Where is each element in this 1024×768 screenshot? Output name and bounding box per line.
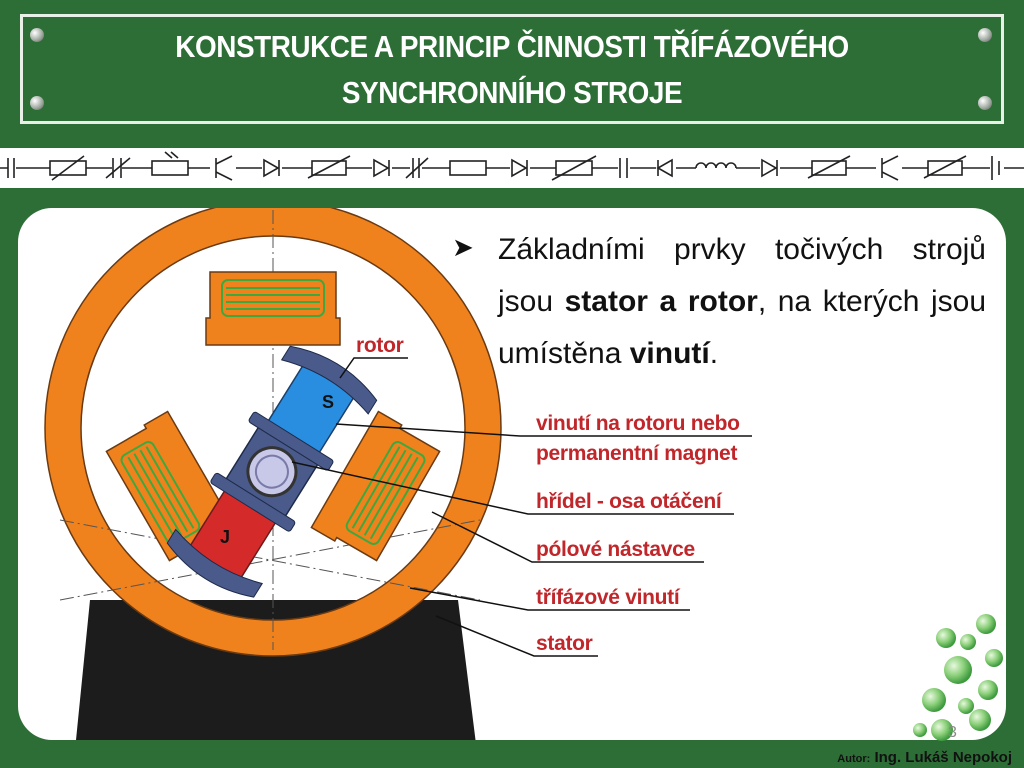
circuit-symbols-icon xyxy=(0,151,1024,181)
author-name: Ing. Lukáš Nepokoj xyxy=(874,749,1012,766)
author-prefix: Autor: xyxy=(837,753,871,765)
machine-base xyxy=(74,600,478,740)
bullet-text-2: , na kterých jsou umístěna xyxy=(498,285,987,370)
label-stator: stator xyxy=(536,632,593,655)
pole-piece-left xyxy=(310,410,441,562)
bolt-decoration xyxy=(978,96,992,110)
bullet-text-1: Základními prvky točivých strojů jsou xyxy=(498,233,986,318)
label-three-phase-winding: třífázové vinutí xyxy=(536,586,680,609)
page-title: KONSTRUKCE A PRINCIP ČINNOSTI TŘÍFÁZOVÉH… xyxy=(87,24,937,116)
bullet-paragraph: Základními prvky točivých strojů jsou st… xyxy=(498,224,986,380)
page-number: 3 xyxy=(948,724,957,741)
bullet-bold-2: vinutí xyxy=(629,337,710,370)
coil-right xyxy=(120,441,201,545)
title-line-1: KONSTRUKCE A PRINCIP ČINNOSTI TŘÍFÁZOVÉH… xyxy=(175,29,849,64)
bubbles-decoration-icon xyxy=(913,614,1003,741)
label-shaft: hřídel - osa otáčení xyxy=(536,490,722,513)
label-rotor-winding-line2: permanentní magnet xyxy=(536,442,738,465)
bullet-bold-1: stator a rotor xyxy=(564,285,758,318)
coil-top xyxy=(221,279,325,317)
coil-left xyxy=(345,441,426,545)
label-rotor: rotor xyxy=(356,334,404,357)
title-frame xyxy=(20,14,1004,124)
pole-s-label: S xyxy=(322,392,334,412)
label-rotor-winding-line1: vinutí na rotoru nebo xyxy=(536,412,740,435)
bullet-arrow-icon: ➤ xyxy=(452,232,474,262)
title-line-2: SYNCHRONNÍHO STROJE xyxy=(341,75,683,110)
bolt-decoration xyxy=(30,28,44,42)
label-pole-pieces: pólové nástavce xyxy=(536,538,695,561)
bolt-decoration xyxy=(978,28,992,42)
bolt-decoration xyxy=(30,96,44,110)
pole-j-label: J xyxy=(220,527,230,547)
bullet-text-3: . xyxy=(709,337,719,370)
rotor xyxy=(166,345,378,598)
author-footer: Autor: Ing. Lukáš Nepokoj xyxy=(837,749,1012,766)
circuit-symbols-strip xyxy=(0,148,1024,188)
